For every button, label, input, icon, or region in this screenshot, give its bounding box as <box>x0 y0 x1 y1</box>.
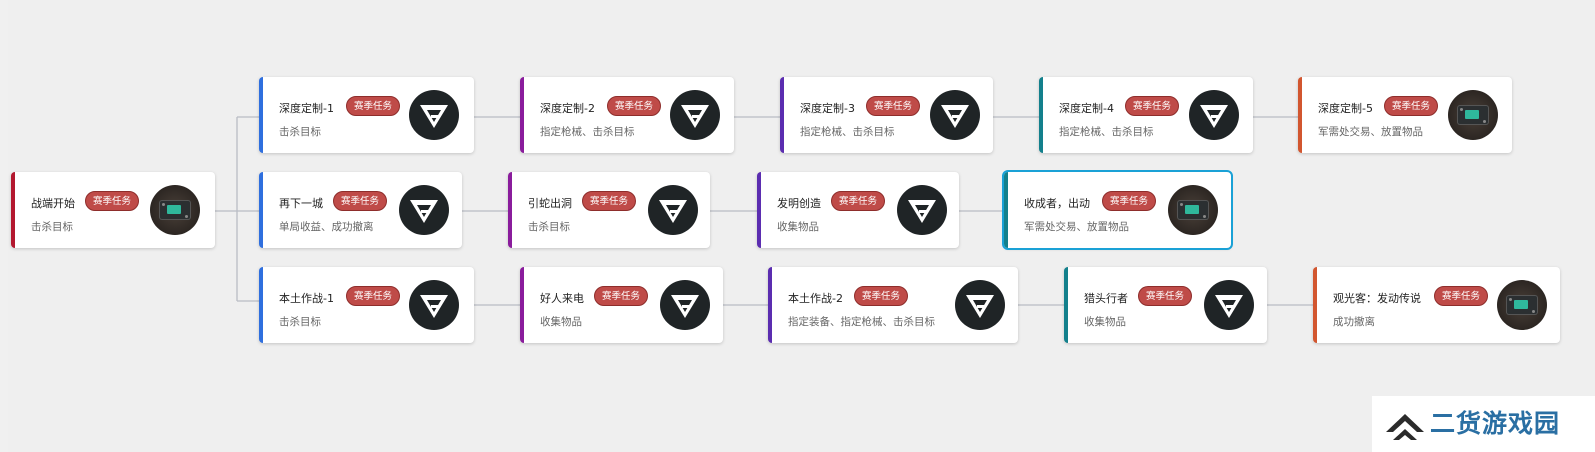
site-watermark: 二货游戏园 <box>1372 396 1595 452</box>
g-logo-icon <box>955 280 1005 330</box>
task-subtitle: 指定枪械、击杀目标 <box>1059 126 1154 138</box>
task-title: 好人来电 <box>540 292 584 305</box>
task-subtitle: 收集物品 <box>540 316 582 328</box>
task-node-ltxz[interactable]: 猎头行者 赛季任务 收集物品 <box>1064 267 1267 343</box>
task-node-fmcz[interactable]: 发明创造 赛季任务 收集物品 <box>757 172 959 248</box>
task-node-bt2[interactable]: 本土作战-2 赛季任务 指定装备、指定枪械、击杀目标 <box>768 267 1018 343</box>
season-task-badge: 赛季任务 <box>1138 286 1193 306</box>
task-node-bt1[interactable]: 本土作战-1 赛季任务 击杀目标 <box>259 267 474 343</box>
task-title: 发明创造 <box>777 197 821 210</box>
task-title: 本土作战-1 <box>279 292 334 305</box>
g-logo-icon <box>409 280 459 330</box>
task-node-dc5[interactable]: 深度定制-5 赛季任务 军需处交易、放置物品 <box>1298 77 1512 153</box>
season-task-badge: 赛季任务 <box>346 96 401 116</box>
task-subtitle: 军需处交易、放置物品 <box>1024 221 1129 233</box>
season-task-badge: 赛季任务 <box>333 191 388 211</box>
g-logo-icon <box>1204 280 1254 330</box>
task-title: 深度定制-5 <box>1318 102 1373 115</box>
season-task-badge: 赛季任务 <box>1125 96 1180 116</box>
season-task-badge: 赛季任务 <box>85 191 140 211</box>
task-title: 再下一城 <box>279 197 323 210</box>
task-title: 本土作战-2 <box>788 292 843 305</box>
task-subtitle: 击杀目标 <box>279 126 321 138</box>
g-logo-icon <box>660 280 710 330</box>
watermark-text: 二货游戏园 <box>1430 409 1561 438</box>
task-node-dc4[interactable]: 深度定制-4 赛季任务 指定枪械、击杀目标 <box>1039 77 1253 153</box>
g-logo-icon <box>409 90 459 140</box>
season-task-badge: 赛季任务 <box>582 191 637 211</box>
g-logo-icon <box>670 90 720 140</box>
task-subtitle: 指定枪械、击杀目标 <box>540 126 635 138</box>
task-title: 深度定制-1 <box>279 102 334 115</box>
task-node-start[interactable]: 战端开始 赛季任务 击杀目标 <box>11 172 215 248</box>
device-icon <box>1168 185 1218 235</box>
task-subtitle: 收集物品 <box>1084 316 1126 328</box>
season-task-badge: 赛季任务 <box>346 286 401 306</box>
chevron-logo-icon <box>1386 414 1424 440</box>
device-icon <box>1448 90 1498 140</box>
task-node-ggk[interactable]: 观光客：发动传说 赛季任务 成功撤离 <box>1313 267 1560 343</box>
task-subtitle: 指定枪械、击杀目标 <box>800 126 895 138</box>
task-subtitle: 单局收益、成功撤离 <box>279 221 374 233</box>
g-logo-icon <box>930 90 980 140</box>
task-subtitle: 成功撤离 <box>1333 316 1375 328</box>
task-node-dc3[interactable]: 深度定制-3 赛季任务 指定枪械、击杀目标 <box>780 77 993 153</box>
season-task-badge: 赛季任务 <box>607 96 662 116</box>
g-logo-icon <box>897 185 947 235</box>
task-title: 观光客：发动传说 <box>1333 292 1421 305</box>
task-title: 深度定制-3 <box>800 102 855 115</box>
task-subtitle: 军需处交易、放置物品 <box>1318 126 1423 138</box>
task-node-dc1[interactable]: 深度定制-1 赛季任务 击杀目标 <box>259 77 474 153</box>
task-title: 猎头行者 <box>1084 292 1128 305</box>
device-icon <box>150 185 200 235</box>
season-task-badge: 赛季任务 <box>1434 286 1489 306</box>
season-task-badge: 赛季任务 <box>866 96 921 116</box>
task-title: 战端开始 <box>31 197 75 210</box>
season-task-badge: 赛季任务 <box>1384 96 1439 116</box>
task-subtitle: 击杀目标 <box>528 221 570 233</box>
task-subtitle: 击杀目标 <box>279 316 321 328</box>
g-logo-icon <box>399 185 449 235</box>
task-subtitle: 击杀目标 <box>31 221 73 233</box>
device-icon <box>1497 280 1547 330</box>
g-logo-icon <box>648 185 698 235</box>
season-task-badge: 赛季任务 <box>594 286 649 306</box>
task-node-scz[interactable]: 收成者，出动 赛季任务 军需处交易、放置物品 <box>1002 170 1233 250</box>
season-task-badge: 赛季任务 <box>831 191 886 211</box>
task-node-hrld[interactable]: 好人来电 赛季任务 收集物品 <box>520 267 723 343</box>
task-title: 引蛇出洞 <box>528 197 572 210</box>
task-node-zx[interactable]: 再下一城 赛季任务 单局收益、成功撤离 <box>259 172 462 248</box>
task-subtitle: 收集物品 <box>777 221 819 233</box>
task-title: 深度定制-4 <box>1059 102 1114 115</box>
task-node-yscd[interactable]: 引蛇出洞 赛季任务 击杀目标 <box>508 172 710 248</box>
task-subtitle: 指定装备、指定枪械、击杀目标 <box>788 316 935 328</box>
g-logo-icon <box>1189 90 1239 140</box>
season-task-badge: 赛季任务 <box>854 286 909 306</box>
season-task-badge: 赛季任务 <box>1102 191 1157 211</box>
task-title: 收成者，出动 <box>1024 197 1090 210</box>
task-node-dc2[interactable]: 深度定制-2 赛季任务 指定枪械、击杀目标 <box>520 77 734 153</box>
task-title: 深度定制-2 <box>540 102 595 115</box>
